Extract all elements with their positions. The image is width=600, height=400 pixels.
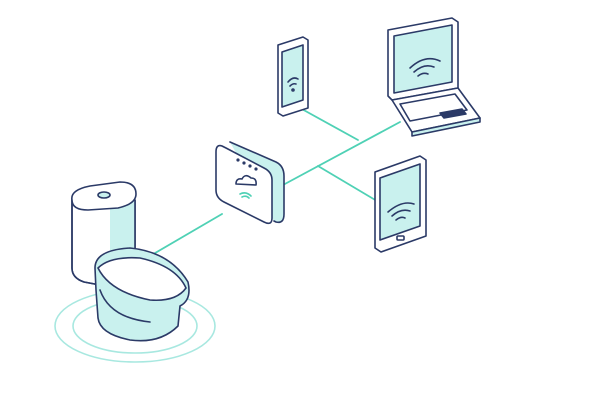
laptop-icon [387,17,481,137]
hub-laptop-line [282,121,401,186]
wifi-icon [387,202,415,221]
toilet-icon [54,181,216,363]
connection-lines [149,107,401,257]
tablet-icon [374,155,427,253]
toilet-hub-line [149,213,223,257]
hub-icon [215,141,285,225]
tablet-link-line [317,165,383,205]
wifi-icon [239,192,252,199]
wifi-icon [287,77,299,87]
cloud-icon [235,174,257,186]
phone-link-line [299,107,359,141]
wifi-icon [409,57,441,77]
phone-icon [277,36,309,117]
